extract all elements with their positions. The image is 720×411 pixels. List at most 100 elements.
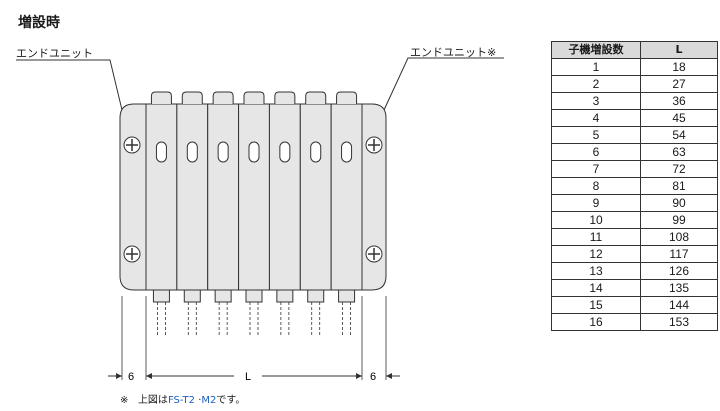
cable-gland bbox=[307, 289, 325, 303]
cell-length: 144 bbox=[640, 296, 718, 314]
sub-unit-body bbox=[330, 103, 363, 291]
note-mark: ※ bbox=[120, 395, 129, 406]
cable-line bbox=[249, 302, 259, 336]
leader-line-right bbox=[383, 57, 504, 111]
indicator-window bbox=[248, 141, 260, 163]
cell-count: 5 bbox=[551, 126, 641, 144]
end-unit-left bbox=[119, 103, 147, 291]
indicator-window bbox=[279, 141, 291, 163]
indicator-window bbox=[186, 141, 198, 163]
indicator-window bbox=[155, 141, 167, 163]
cell-count: 13 bbox=[551, 262, 641, 280]
col-header-l: L bbox=[640, 41, 718, 59]
sub-unit-connector bbox=[274, 91, 296, 104]
cable-line bbox=[311, 302, 321, 336]
cell-count: 6 bbox=[551, 143, 641, 161]
cell-count: 7 bbox=[551, 160, 641, 178]
cable-gland bbox=[276, 289, 294, 303]
cell-count: 3 bbox=[551, 92, 641, 110]
cable-gland bbox=[183, 289, 201, 303]
dim-left-gap: 6 bbox=[128, 371, 134, 383]
sub-unit-body bbox=[145, 103, 178, 291]
cell-length: 18 bbox=[640, 58, 718, 76]
cell-count: 15 bbox=[551, 296, 641, 314]
cell-length: 108 bbox=[640, 228, 718, 246]
cable-line bbox=[157, 302, 166, 336]
dim-length: L bbox=[245, 371, 251, 383]
cell-count: 8 bbox=[551, 177, 641, 195]
cell-count: 12 bbox=[551, 245, 641, 263]
cell-count: 2 bbox=[551, 75, 641, 93]
leader-line-left bbox=[16, 59, 123, 111]
col-header-count: 子機増設数 bbox=[551, 41, 641, 59]
sub-unit-body bbox=[176, 103, 209, 291]
sub-unit-connector bbox=[305, 91, 327, 104]
cell-length: 153 bbox=[640, 313, 718, 331]
indicator-window bbox=[217, 141, 229, 163]
cable-line bbox=[187, 302, 197, 336]
sub-unit-connector bbox=[212, 91, 234, 104]
page-title: 増設時 bbox=[18, 15, 60, 31]
cable-gland bbox=[338, 289, 356, 303]
indicator-window bbox=[341, 141, 353, 163]
sub-unit-body bbox=[207, 103, 240, 291]
cable-gland bbox=[245, 289, 263, 303]
note-sep: · bbox=[198, 395, 202, 406]
cable-line bbox=[280, 302, 290, 336]
cell-length: 126 bbox=[640, 262, 718, 280]
cell-count: 10 bbox=[551, 211, 641, 229]
cell-length: 36 bbox=[640, 92, 718, 110]
cable-gland bbox=[214, 289, 232, 303]
footnote: ※ 上図はFS-T2 ·M2です。 bbox=[120, 391, 245, 406]
cell-count: 1 bbox=[551, 58, 641, 76]
cable-line bbox=[218, 302, 228, 336]
sub-unit-body bbox=[238, 103, 270, 291]
cell-length: 63 bbox=[640, 143, 718, 161]
cell-count: 11 bbox=[551, 228, 641, 246]
cell-length: 54 bbox=[640, 126, 718, 144]
cell-length: 27 bbox=[640, 75, 718, 93]
cell-count: 9 bbox=[551, 194, 641, 212]
note-prefix: 上図は bbox=[137, 395, 168, 406]
end-unit-label-left: エンドユニット bbox=[16, 47, 93, 60]
cell-length: 81 bbox=[640, 177, 718, 195]
cell-count: 16 bbox=[551, 313, 641, 331]
cell-length: 45 bbox=[640, 109, 718, 127]
indicator-window bbox=[310, 141, 322, 163]
cell-length: 99 bbox=[640, 211, 718, 229]
cable-gland bbox=[152, 289, 170, 303]
cell-count: 4 bbox=[551, 109, 641, 127]
cable-line bbox=[342, 302, 351, 336]
note-model-1: FS-T2 bbox=[167, 395, 196, 406]
sub-unit-connector bbox=[243, 91, 265, 104]
note-suffix: です。 bbox=[216, 395, 246, 406]
sub-units bbox=[145, 91, 363, 336]
cell-length: 135 bbox=[640, 279, 718, 297]
note-model-2: M2 bbox=[201, 395, 217, 406]
expansion-drawing: 6 L 6 bbox=[16, 57, 504, 383]
sub-unit-connector bbox=[181, 91, 203, 104]
end-unit-right bbox=[361, 103, 387, 291]
sub-unit-body bbox=[268, 103, 301, 291]
sub-unit-connector bbox=[150, 91, 172, 104]
cell-count: 14 bbox=[551, 279, 641, 297]
sub-unit-connector bbox=[336, 91, 358, 104]
dim-right-gap: 6 bbox=[370, 371, 376, 383]
